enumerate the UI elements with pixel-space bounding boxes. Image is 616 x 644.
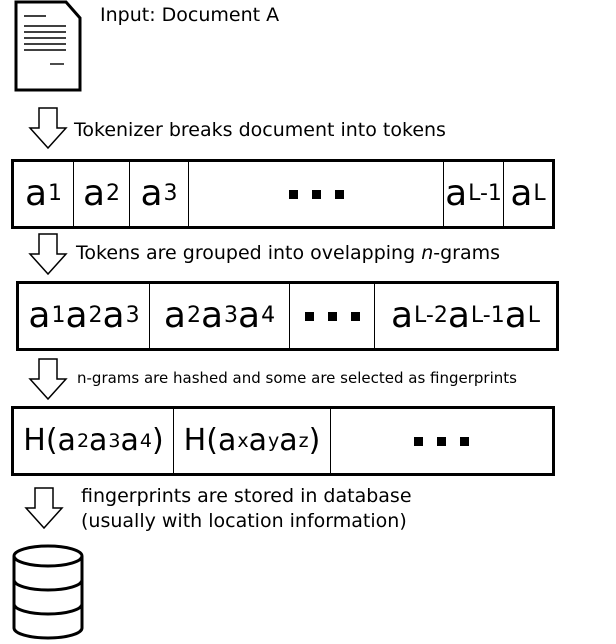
down-arrow-icon <box>28 233 68 276</box>
down-arrow-icon <box>24 487 64 530</box>
down-arrow-icon <box>28 358 68 401</box>
step-store-caption-line2: (usually with location information) <box>81 510 407 532</box>
step-store-caption-line1: fingerprints are stored in database <box>81 485 412 507</box>
token-ellipsis <box>189 162 444 226</box>
hash-ellipsis <box>331 409 552 473</box>
down-arrow-icon <box>28 107 68 150</box>
step-group-caption: Tokens are grouped into ovelapping n-gra… <box>76 242 501 264</box>
ngram-ellipsis <box>290 284 375 348</box>
document-icon <box>14 0 82 92</box>
step-hash-caption: n-grams are hashed and some are selected… <box>77 369 517 387</box>
input-label: Input: Document A <box>100 4 280 26</box>
database-icon <box>12 544 84 640</box>
step-tokenize-caption: Tokenizer breaks document into tokens <box>74 119 446 141</box>
